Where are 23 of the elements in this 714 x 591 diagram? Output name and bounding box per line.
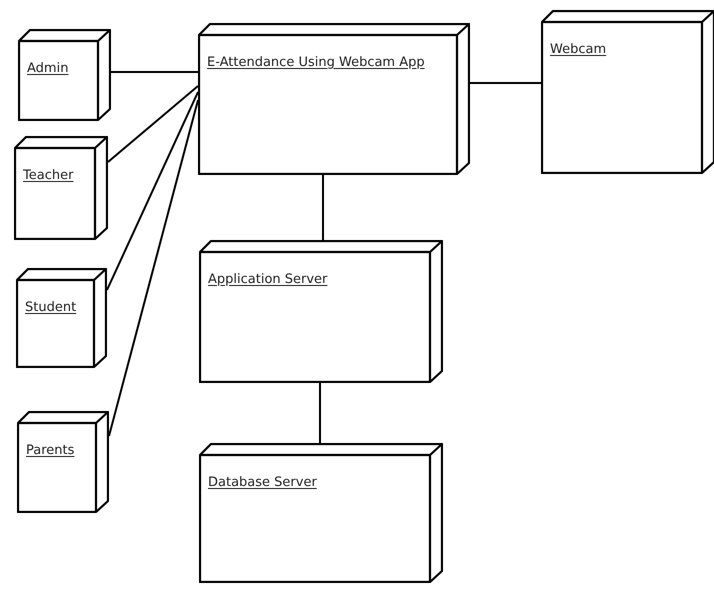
connector-line bbox=[106, 92, 199, 290]
node-label: Admin bbox=[27, 61, 68, 78]
node-label: E-Attendance Using Webcam App bbox=[207, 55, 425, 72]
connector-line bbox=[107, 85, 199, 163]
node-label: Parents bbox=[26, 443, 74, 460]
node-label: Student bbox=[25, 300, 76, 316]
node-box bbox=[18, 29, 111, 121]
node-box bbox=[198, 23, 470, 175]
node-box bbox=[541, 10, 714, 174]
connector-line bbox=[322, 175, 324, 240]
node-box bbox=[14, 136, 108, 240]
connector-line bbox=[470, 82, 541, 84]
node-label: Database Server bbox=[208, 475, 317, 492]
connector-line bbox=[111, 71, 198, 73]
node-label: Webcam bbox=[550, 42, 606, 58]
node-box bbox=[199, 443, 443, 583]
node-label: Application Server bbox=[208, 272, 328, 288]
connector-line bbox=[319, 383, 321, 443]
node-label: Teacher bbox=[23, 168, 74, 184]
node-box bbox=[199, 240, 443, 383]
connector-line bbox=[108, 100, 199, 436]
node-box bbox=[17, 411, 109, 513]
node-box bbox=[16, 268, 107, 368]
